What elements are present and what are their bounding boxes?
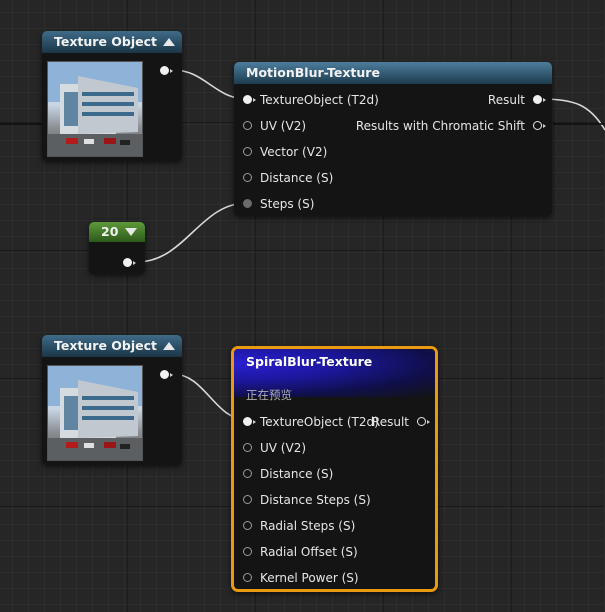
pin-label: TextureObject (T2d) <box>260 414 379 429</box>
spiral-blur-title: SpiralBlur-Texture <box>246 354 373 369</box>
texture-object-title-text: Texture Object <box>54 34 157 49</box>
input-pin[interactable] <box>243 121 252 130</box>
input-pin[interactable] <box>243 521 252 530</box>
pin-label: Kernel Power (S) <box>260 570 359 585</box>
input-pin[interactable] <box>243 443 252 452</box>
motion-output-chromatic[interactable]: Results with Chromatic Shift <box>348 116 546 134</box>
texture-output-pin-row[interactable] <box>160 365 173 383</box>
constant-output-pin-row[interactable] <box>123 253 136 271</box>
motion-input-steps[interactable]: Steps (S) <box>243 194 314 212</box>
spiral-input-radial-steps[interactable]: Radial Steps (S) <box>243 516 355 534</box>
texture-output-pin-row[interactable] <box>160 61 173 79</box>
pin-label: Vector (V2) <box>260 144 328 159</box>
pin-label: Radial Steps (S) <box>260 518 356 533</box>
building-image-icon <box>48 62 142 156</box>
spiral-input-distance[interactable]: Distance (S) <box>243 464 333 482</box>
input-pin[interactable] <box>243 147 252 156</box>
input-pin[interactable] <box>243 495 252 504</box>
texture-object-title: Texture Object <box>42 31 182 53</box>
input-pin[interactable] <box>243 95 256 104</box>
constant-value: 20 <box>101 224 119 239</box>
pin-label: UV (V2) <box>260 118 307 133</box>
texture-object-title: Texture Object <box>42 335 182 357</box>
input-pin[interactable] <box>243 417 256 426</box>
spiral-input-distance-steps[interactable]: Distance Steps (S) <box>243 490 371 508</box>
preview-status-text: 正在预览 <box>246 388 292 402</box>
input-pin[interactable] <box>243 199 252 208</box>
spiral-input-kernel-power[interactable]: Kernel Power (S) <box>243 568 359 586</box>
expand-arrow-icon[interactable] <box>125 228 137 236</box>
texture-object-node-2[interactable]: Texture Object <box>42 335 182 465</box>
spiral-input-uv[interactable]: UV (V2) <box>243 438 306 456</box>
pin-label: TextureObject (T2d) <box>260 92 379 107</box>
texture-thumbnail <box>47 365 143 461</box>
motion-input-vector[interactable]: Vector (V2) <box>243 142 327 160</box>
input-pin[interactable] <box>243 573 252 582</box>
pin-label: UV (V2) <box>260 440 307 455</box>
collapse-arrow-icon[interactable] <box>163 38 175 46</box>
pin-label: Result <box>371 414 409 429</box>
wire-constant-to-steps <box>136 202 248 263</box>
spiral-input-textureobject[interactable]: TextureObject (T2d) <box>243 412 379 430</box>
pin-label: Result <box>487 92 525 107</box>
motion-input-textureobject[interactable]: TextureObject (T2d) <box>243 90 379 108</box>
pin-label: Radial Offset (S) <box>260 544 358 559</box>
motion-blur-texture-node[interactable]: MotionBlur-Texture TextureObject (T2d) U… <box>234 62 552 216</box>
texture-output-pin[interactable] <box>160 66 173 75</box>
spiral-output-result[interactable]: Result <box>364 412 430 430</box>
pin-label: Distance (S) <box>260 466 334 481</box>
spiral-input-radial-offset[interactable]: Radial Offset (S) <box>243 542 358 560</box>
pin-label: Results with Chromatic Shift <box>355 118 525 133</box>
texture-object-title-text: Texture Object <box>54 338 157 353</box>
constant-output-pin[interactable] <box>123 258 136 267</box>
texture-output-pin[interactable] <box>160 370 173 379</box>
input-pin[interactable] <box>243 469 252 478</box>
collapse-arrow-icon[interactable] <box>163 342 175 350</box>
spiral-blur-texture-node[interactable]: SpiralBlur-Texture 正在预览 TextureObject (T… <box>231 346 438 592</box>
motion-input-uv[interactable]: UV (V2) <box>243 116 306 134</box>
constant-node[interactable]: 20 <box>89 222 145 274</box>
texture-object-node-1[interactable]: Texture Object <box>42 31 182 161</box>
texture-thumbnail <box>47 61 143 157</box>
motion-blur-title: MotionBlur-Texture <box>234 62 552 84</box>
pin-label: Distance (S) <box>260 170 334 185</box>
output-pin[interactable] <box>533 95 546 104</box>
motion-input-distance[interactable]: Distance (S) <box>243 168 333 186</box>
motion-output-result[interactable]: Result <box>480 90 546 108</box>
building-image-icon <box>48 366 142 460</box>
output-pin[interactable] <box>417 417 430 426</box>
spiral-blur-header: SpiralBlur-Texture 正在预览 <box>234 349 435 402</box>
pin-label: Steps (S) <box>260 196 315 211</box>
output-pin[interactable] <box>533 121 546 130</box>
input-pin[interactable] <box>243 173 252 182</box>
constant-header: 20 <box>89 222 145 242</box>
pin-label: Distance Steps (S) <box>260 492 371 507</box>
input-pin[interactable] <box>243 547 252 556</box>
